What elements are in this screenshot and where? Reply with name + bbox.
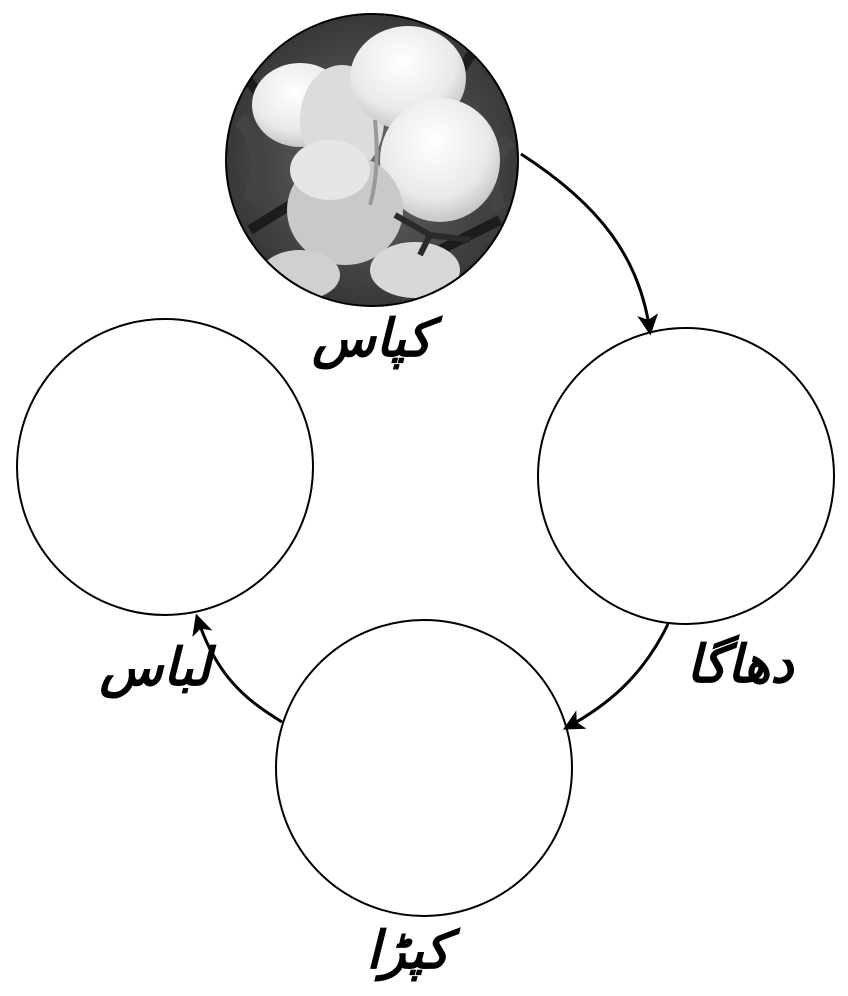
thread-label: دھاگا bbox=[686, 634, 795, 695]
cotton-stage: کپاس bbox=[220, 10, 530, 370]
clothing-circle bbox=[17, 319, 313, 615]
clothing-label: لباس bbox=[99, 638, 217, 699]
fabric-circle bbox=[276, 620, 572, 916]
arrow-cotton-to-thread bbox=[521, 154, 650, 332]
fabric-label: کپڑا bbox=[366, 921, 461, 982]
cotton-boll-image bbox=[220, 10, 530, 310]
cotton-label: کپاس bbox=[311, 309, 443, 370]
arrow-thread-to-fabric bbox=[566, 624, 668, 728]
clothing-stage: لباس bbox=[17, 319, 313, 699]
thread-stage: دھاگا bbox=[538, 328, 834, 695]
thread-circle bbox=[538, 328, 834, 624]
fabric-stage: کپڑا bbox=[276, 620, 572, 982]
